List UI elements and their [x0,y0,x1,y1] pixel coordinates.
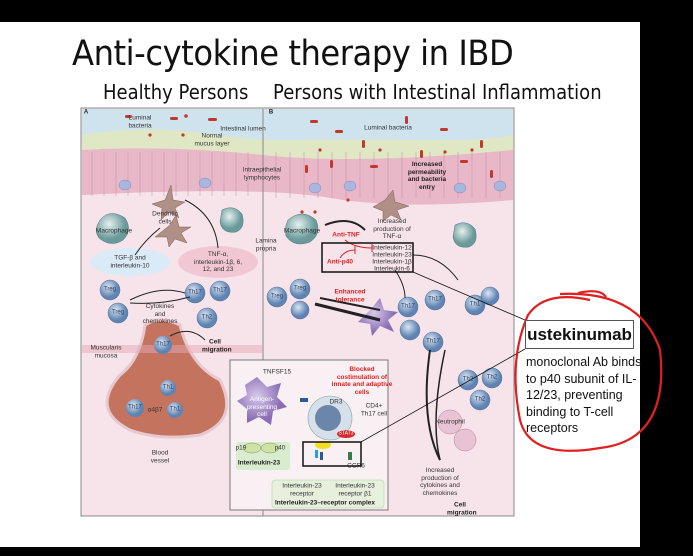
cell-th17: Th17 [213,287,227,294]
cell-treg: Treg [270,293,284,300]
subtitle-healthy: Healthy Persons [103,80,249,104]
drug-description: monoclonal Ab binds to p40 subunit of IL… [526,355,642,435]
slide-title: Anti-cytokine therapy in IBD [72,34,514,74]
label-stat3: STAT3 [338,430,354,437]
cell-th2: Th2 [474,396,486,403]
cell-th2: Th2 [462,376,474,383]
cell-th2: Th2 [486,374,498,381]
label-il23-cytokine: Interleukin-23 [237,459,281,467]
label-apc: Antigen-presenting cell [246,395,278,418]
red-annotation-circle [514,290,663,452]
label-cytokines-a: Cytokines and chemokines [142,302,178,325]
label-permeability: Increased permeability and bacteria entr… [407,161,447,191]
label-dr3: DR3 [329,398,343,406]
cell-th1: Th1 [162,384,174,391]
label-muscularis: Muscularis mucosa [90,344,122,360]
label-blood-vessel: Blood vessel [150,449,170,465]
label-intraepithelial: Intraepithelial lymphocytes [242,166,282,182]
cell-treg: Treg [293,285,307,292]
label-cd4-th17: CD4+ Th17 cell [360,402,388,418]
label-tgf: TGF-β and interleukin-10 [110,254,150,270]
label-anti-p40: Anti-p40 [327,258,353,266]
label-luminal-bacteria-b: Luminal bacteria [364,124,412,132]
label-intestinal-lumen: Intestinal lumen [220,125,266,133]
cell-th17: Th17 [428,296,442,303]
subtitle-inflammation: Persons with Intestinal Inflammation [273,80,602,104]
label-macrophage-a: Macrophage [95,227,133,235]
label-increased-tnf: Increased production of TNF-α [373,217,411,240]
label-normal-mucus: Normal mucus layer [194,132,230,148]
label-il12: Interleukin-12 [372,244,412,252]
label-p40: p40 [274,444,286,452]
cell-th1: Th1 [469,301,481,308]
cell-th17: Th17 [401,303,415,310]
cell-th2: Th2 [201,314,213,321]
label-p19: p19 [235,444,247,452]
label-tnfsf15: TNFSF15 [262,368,292,376]
label-ccr6: CCR6 [347,462,365,470]
label-lamina-propria: Lamina propria [255,237,277,253]
label-cell-migration-b: Cell migration [447,501,477,517]
cell-treg: Treg [103,286,117,293]
label-blocked-costimulation: Blocked costimulation of innate and adap… [331,366,393,396]
cell-th17: Th17 [156,341,170,348]
cell-th17: Th17 [188,289,202,296]
label-enhanced-tolerance: Enhanced tolerance [334,288,366,304]
label-anti-tnf: Anti-TNF [332,231,360,239]
label-increased-cytokines: Increased production of cytokines and ch… [420,467,460,497]
label-neutrophil: Neutrophil [435,418,465,426]
panel-b-label: B [268,109,274,116]
label-il23-receptor: Interleukin-23 receptor [282,482,322,498]
cell-th17: Th17 [128,404,142,411]
cell-treg: Treg [111,309,125,316]
panel-a-label: A [83,109,89,116]
label-il23-receptor-complex: Interleukin-23–receptor complex [274,499,376,507]
label-tnf-healthy: TNF-α, interleukin-1β, 6, 12, and 23 [193,250,243,273]
label-il23: Interleukin-23 [372,251,412,259]
label-macrophage-b: Macrophage [283,227,321,235]
cell-th1: Th1 [169,406,181,413]
label-alpha4beta7: α4β7 [147,406,163,414]
cell-th17: Th17 [426,338,440,345]
label-il6: Interleukin-6 [374,265,410,273]
label-il1b: Interleukin-1β [372,258,412,266]
label-dendritic: Dendritic cells [152,210,178,226]
label-luminal-bacteria-a: Luminal bacteria [128,114,152,130]
label-il23-receptor-b1: Interleukin-23 receptor β1 [335,482,375,498]
drug-name-box: ustekinumab [525,320,634,349]
label-cell-migration-a: Cell migration [202,338,232,354]
